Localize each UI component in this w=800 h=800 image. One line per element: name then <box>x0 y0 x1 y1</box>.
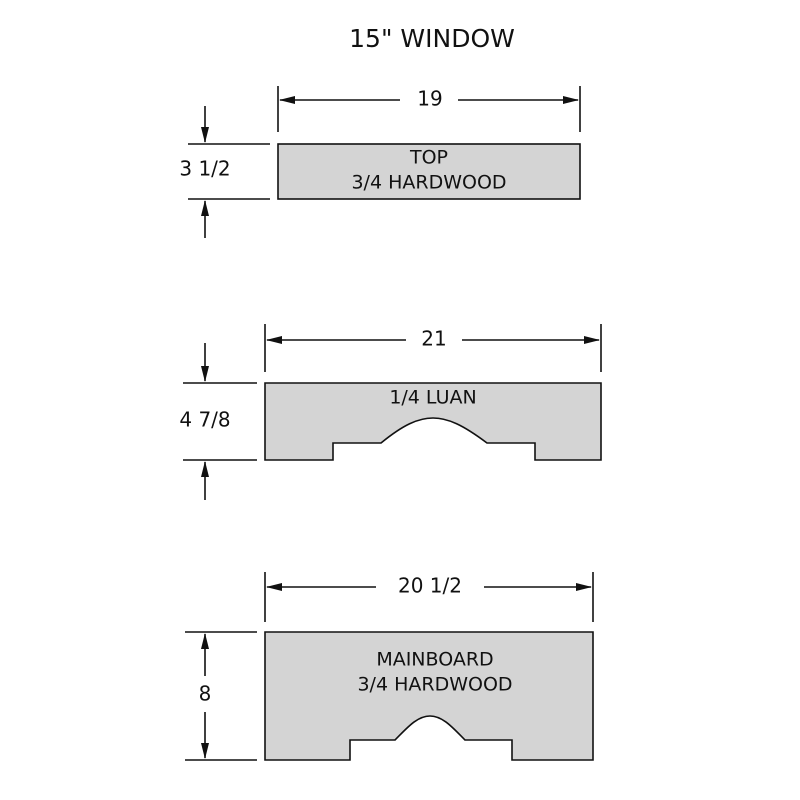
mainboard <box>264 631 594 761</box>
top-height-arrow-bottom <box>201 200 209 216</box>
mainboard-group: 20 1/2 8 MAINBOARD 3/4 HARDWOOD <box>185 572 594 761</box>
top-width-arrow-right <box>563 96 579 104</box>
top-width-label: 19 <box>417 87 442 111</box>
main-height-arrow-bottom <box>201 743 209 759</box>
luan-width-label: 21 <box>421 327 446 351</box>
top-board-group: 19 3 1/2 TOP 3/4 HARDWOOD <box>179 86 581 238</box>
top-height-arrow-top <box>201 127 209 143</box>
main-height-label: 8 <box>199 682 212 706</box>
main-width-arrow-left <box>266 583 282 591</box>
top-board-label-2: 3/4 HARDWOOD <box>351 172 506 194</box>
top-board-label-1: TOP <box>409 147 448 169</box>
luan-height-label: 4 7/8 <box>179 408 230 432</box>
main-width-label: 20 1/2 <box>398 574 462 598</box>
drawing-title: 15" WINDOW <box>349 24 515 53</box>
luan-width-arrow-left <box>266 336 282 344</box>
top-board <box>277 143 581 200</box>
luan-height-arrow-top <box>201 366 209 382</box>
luan-width-arrow-right <box>584 336 600 344</box>
mainboard-label-1: MAINBOARD <box>376 649 493 671</box>
main-width-arrow-right <box>576 583 592 591</box>
luan-height-arrow-bottom <box>201 461 209 477</box>
mainboard-label-2: 3/4 HARDWOOD <box>357 674 512 696</box>
main-height-arrow-top <box>201 633 209 649</box>
top-height-label: 3 1/2 <box>179 157 230 181</box>
luan-board-group: 21 4 7/8 1/4 LUAN <box>179 324 602 500</box>
top-width-arrow-left <box>279 96 295 104</box>
luan-board-label: 1/4 LUAN <box>389 387 476 409</box>
luan-board <box>264 382 602 461</box>
